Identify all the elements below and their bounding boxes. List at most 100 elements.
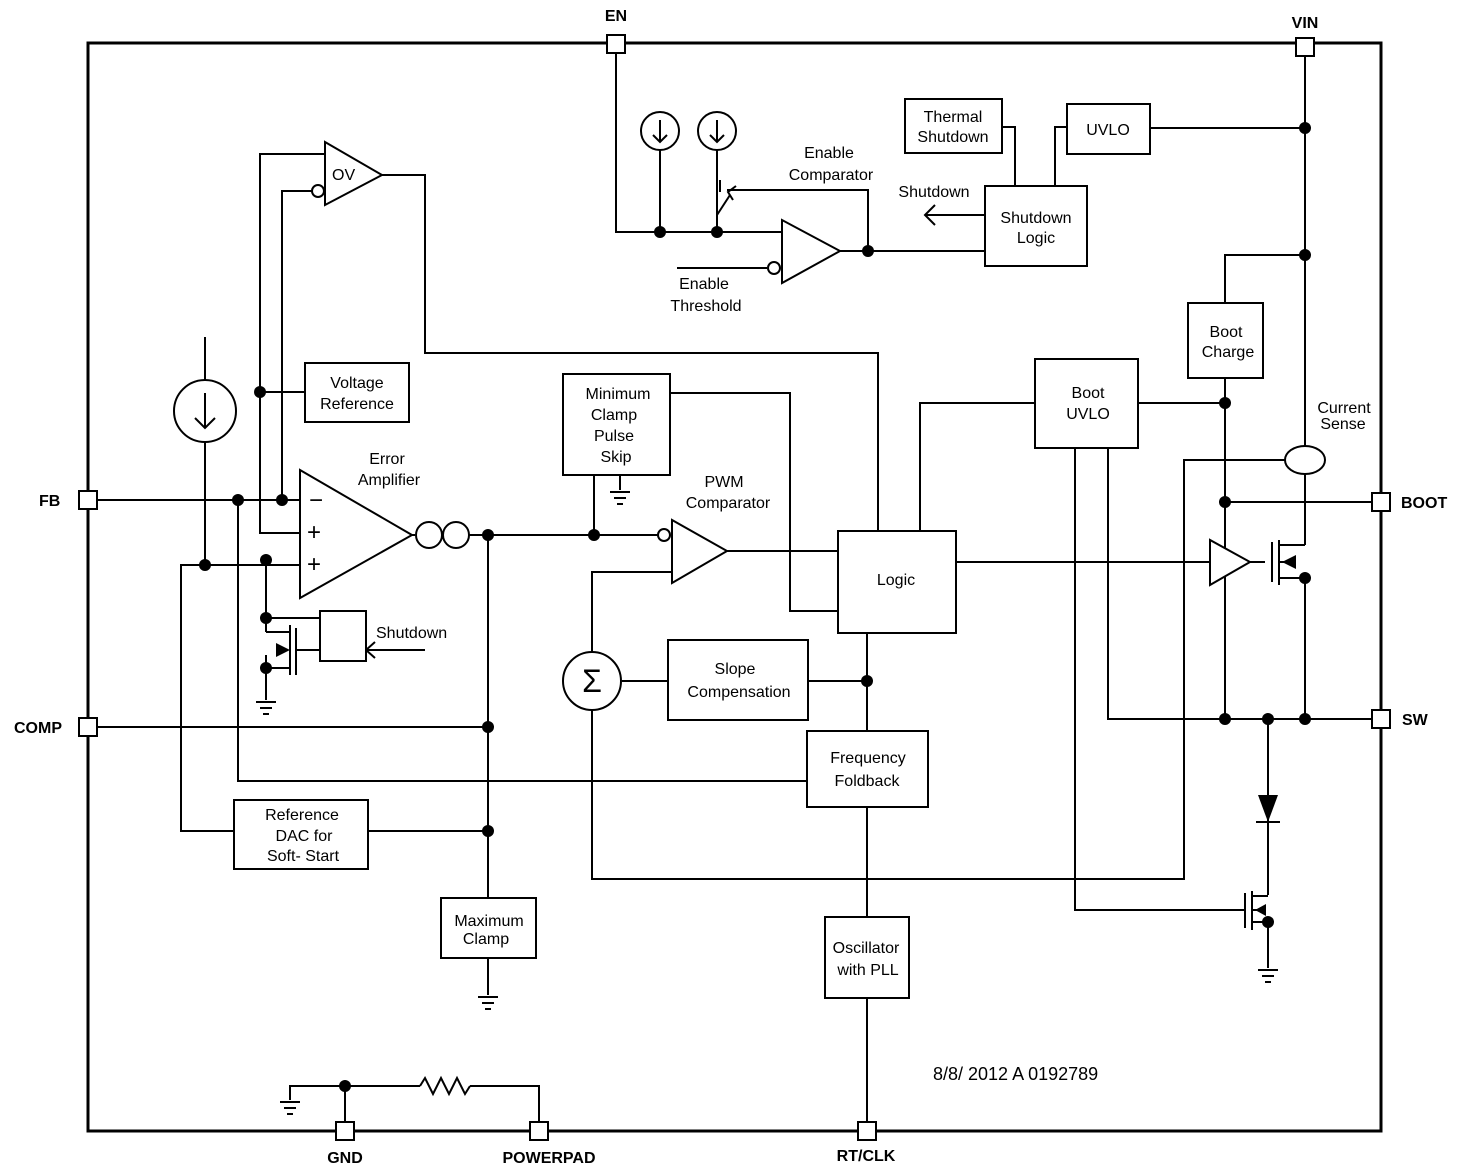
current-sense-icon xyxy=(1284,445,1326,475)
current-source-icon xyxy=(697,111,737,151)
current-source-icon xyxy=(640,111,680,151)
current-sense-label: Current xyxy=(1317,400,1371,417)
svg-text:Boot: Boot xyxy=(1210,324,1243,341)
svg-text:Voltage: Voltage xyxy=(330,375,383,392)
frequency-foldback-block: Frequency Foldback xyxy=(806,730,929,808)
svg-text:UVLO: UVLO xyxy=(1066,406,1110,423)
voltage-reference-block: Voltage Reference xyxy=(304,362,410,423)
pwm-comparator-label: PWM xyxy=(704,474,743,491)
arrowheads xyxy=(276,185,1296,916)
enable-comparator-label: Comparator xyxy=(789,167,874,184)
svg-text:Logic: Logic xyxy=(877,572,915,589)
plus-sign: + xyxy=(307,519,321,546)
pin-rtclk xyxy=(857,1121,877,1141)
svg-text:Logic: Logic xyxy=(1017,230,1055,247)
svg-text:Charge: Charge xyxy=(1202,344,1255,361)
pin-rtclk-label: RT/CLK xyxy=(837,1148,896,1165)
ground-icon xyxy=(478,996,498,1010)
pin-gnd-label: GND xyxy=(327,1150,363,1167)
shutdown-logic-block: Shutdown Logic xyxy=(984,185,1088,267)
svg-text:DAC for: DAC for xyxy=(276,828,334,845)
ov-comparator: OV xyxy=(311,140,385,207)
pin-comp-label: COMP xyxy=(14,720,62,737)
svg-text:Foldback: Foldback xyxy=(835,773,901,790)
figure-id: 8/8/ 2012 A 0192789 xyxy=(933,1064,1098,1084)
svg-text:Slope: Slope xyxy=(715,661,756,678)
current-sense-label: Sense xyxy=(1320,416,1365,433)
enable-threshold-label: Enable xyxy=(679,276,729,293)
oscillator-block: Oscillator with PLL xyxy=(824,916,910,999)
svg-text:Reference: Reference xyxy=(320,396,394,413)
svg-text:with PLL: with PLL xyxy=(836,962,898,979)
sigma-icon: Σ xyxy=(582,663,602,699)
pin-fb-label: FB xyxy=(39,493,60,510)
svg-text:Reference: Reference xyxy=(265,807,339,824)
error-amplifier-label: Amplifier xyxy=(358,472,421,489)
svg-text:Frequency: Frequency xyxy=(830,750,906,767)
pin-sw xyxy=(1371,709,1391,729)
ground-icon xyxy=(280,1101,300,1115)
ground-icon xyxy=(1258,969,1278,983)
svg-text:Maximum: Maximum xyxy=(454,913,523,930)
pin-vin xyxy=(1295,37,1315,57)
chip-boundary xyxy=(86,41,1383,1133)
plus-sign: + xyxy=(307,551,321,578)
uvlo-block: UVLO xyxy=(1066,103,1151,155)
svg-text:Soft- Start: Soft- Start xyxy=(267,848,340,865)
pin-vin-label: VIN xyxy=(1292,15,1319,32)
junctions xyxy=(199,122,1311,1092)
ground-symbols xyxy=(256,491,1278,1115)
boot-charge-block: Boot Charge xyxy=(1187,302,1264,379)
svg-text:Clamp: Clamp xyxy=(591,407,637,424)
svg-text:Oscillator: Oscillator xyxy=(833,940,900,957)
pin-powerpad xyxy=(529,1121,549,1141)
ov-label: OV xyxy=(332,167,355,184)
slope-compensation-block: Slope Compensation xyxy=(667,639,809,721)
shutdown-driver xyxy=(319,610,367,662)
gate-driver xyxy=(1209,538,1253,587)
logic-block: Logic xyxy=(837,530,957,634)
annotations: Enable Comparator Shutdown Enable Thresh… xyxy=(358,145,1371,1084)
enable-comparator-label: Enable xyxy=(804,145,854,162)
pins: EN VIN FB COMP BOOT SW GND POWERPAD RT/C… xyxy=(14,8,1447,1167)
maximum-clamp-block: Maximum Clamp xyxy=(440,897,537,959)
svg-text:Pulse: Pulse xyxy=(594,428,634,445)
reference-dac-block: Reference DAC for Soft- Start xyxy=(233,799,369,870)
minus-sign: − xyxy=(309,487,323,514)
boot-uvlo-block: Boot UVLO xyxy=(1034,358,1139,449)
shutdown-input-label: Shutdown xyxy=(376,625,447,642)
wires xyxy=(96,52,1375,1122)
error-amplifier: − + + xyxy=(299,468,470,600)
thermal-shutdown-block: Thermal Shutdown xyxy=(904,98,1003,154)
pin-powerpad-label: POWERPAD xyxy=(502,1150,595,1167)
enable-comparator xyxy=(767,218,843,285)
svg-text:Minimum: Minimum xyxy=(586,386,651,403)
current-source-icon xyxy=(173,379,237,443)
svg-text:Shutdown: Shutdown xyxy=(917,129,988,146)
ground-icon xyxy=(610,491,630,505)
error-amplifier-label: Error xyxy=(369,451,405,468)
pwm-comparator-label: Comparator xyxy=(686,495,771,512)
pin-en xyxy=(606,34,626,54)
svg-text:Clamp: Clamp xyxy=(463,931,509,948)
pin-sw-label: SW xyxy=(1402,712,1429,729)
pin-en-label: EN xyxy=(605,8,627,25)
pin-comp xyxy=(78,717,98,737)
pwm-comparator xyxy=(657,518,730,585)
pin-boot-label: BOOT xyxy=(1401,495,1447,512)
svg-text:Thermal: Thermal xyxy=(924,109,983,126)
pin-gnd xyxy=(335,1121,355,1141)
pin-fb xyxy=(78,490,98,510)
minimum-clamp-block: Minimum Clamp Pulse Skip xyxy=(562,373,671,476)
shutdown-output-label: Shutdown xyxy=(898,184,969,201)
summing-node: Σ xyxy=(562,651,622,711)
pin-boot xyxy=(1371,492,1391,512)
svg-text:Shutdown: Shutdown xyxy=(1000,210,1071,227)
svg-text:Skip: Skip xyxy=(600,449,631,466)
svg-text:UVLO: UVLO xyxy=(1086,122,1130,139)
ground-icon xyxy=(256,701,276,715)
svg-text:Boot: Boot xyxy=(1072,385,1105,402)
svg-text:Compensation: Compensation xyxy=(687,684,790,701)
enable-threshold-label: Threshold xyxy=(670,298,741,315)
